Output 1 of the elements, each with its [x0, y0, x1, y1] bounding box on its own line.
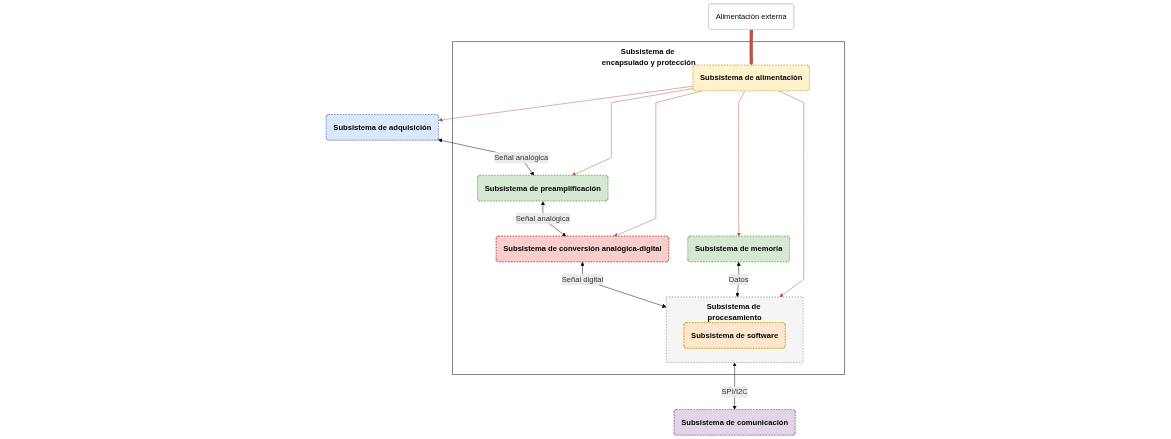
arrow — [749, 29, 754, 66]
